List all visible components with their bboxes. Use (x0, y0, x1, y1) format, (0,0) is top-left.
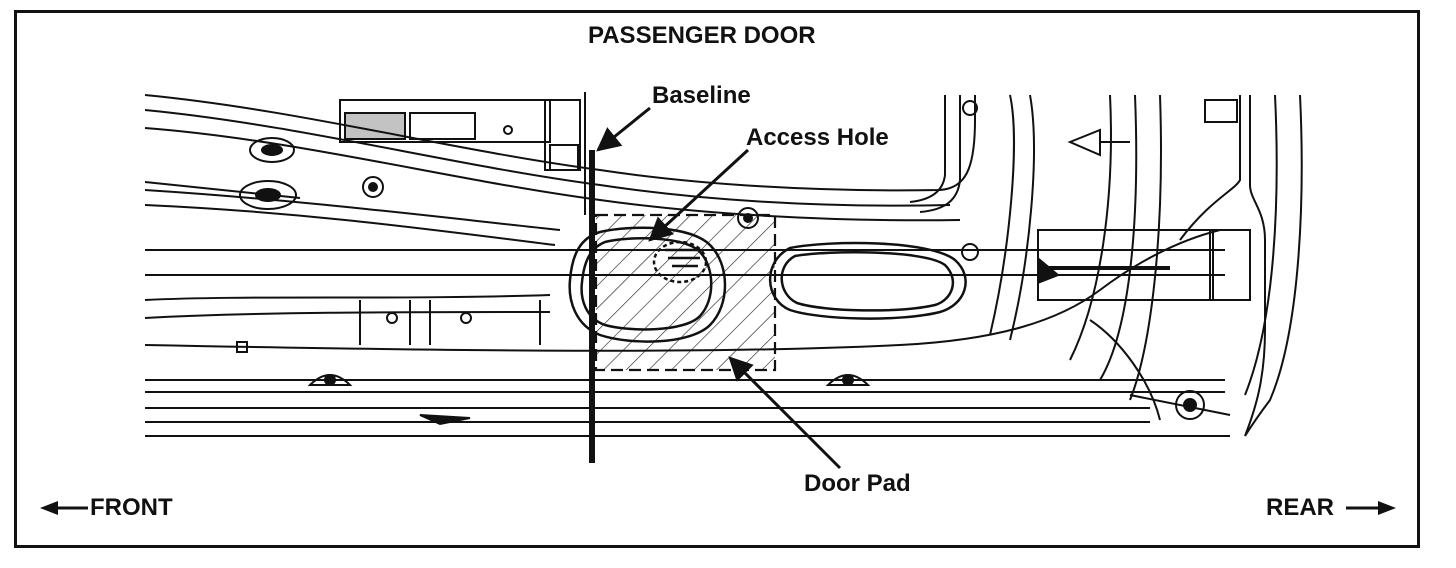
window-frame (909, 95, 961, 213)
door-pad-leader (728, 356, 842, 470)
baseline-label: Baseline (652, 82, 751, 109)
rear-direction-label: REAR (1266, 494, 1335, 521)
oval-opening (768, 241, 967, 320)
access-hole-label: Access Hole (746, 124, 889, 151)
rear-arrow (1346, 501, 1396, 515)
diagram-title: PASSENGER DOOR (588, 22, 816, 49)
door-pad-label: Door Pad (804, 470, 911, 497)
hinge-bracket (339, 99, 581, 171)
door-rear-edge (1037, 94, 1303, 437)
front-direction-label: FRONT (90, 494, 173, 521)
front-arrow (40, 501, 88, 515)
lower-clip-pockets (359, 300, 541, 345)
access-hole-leader (648, 148, 750, 242)
baseline-leader (596, 106, 651, 152)
door-pad (594, 213, 777, 372)
